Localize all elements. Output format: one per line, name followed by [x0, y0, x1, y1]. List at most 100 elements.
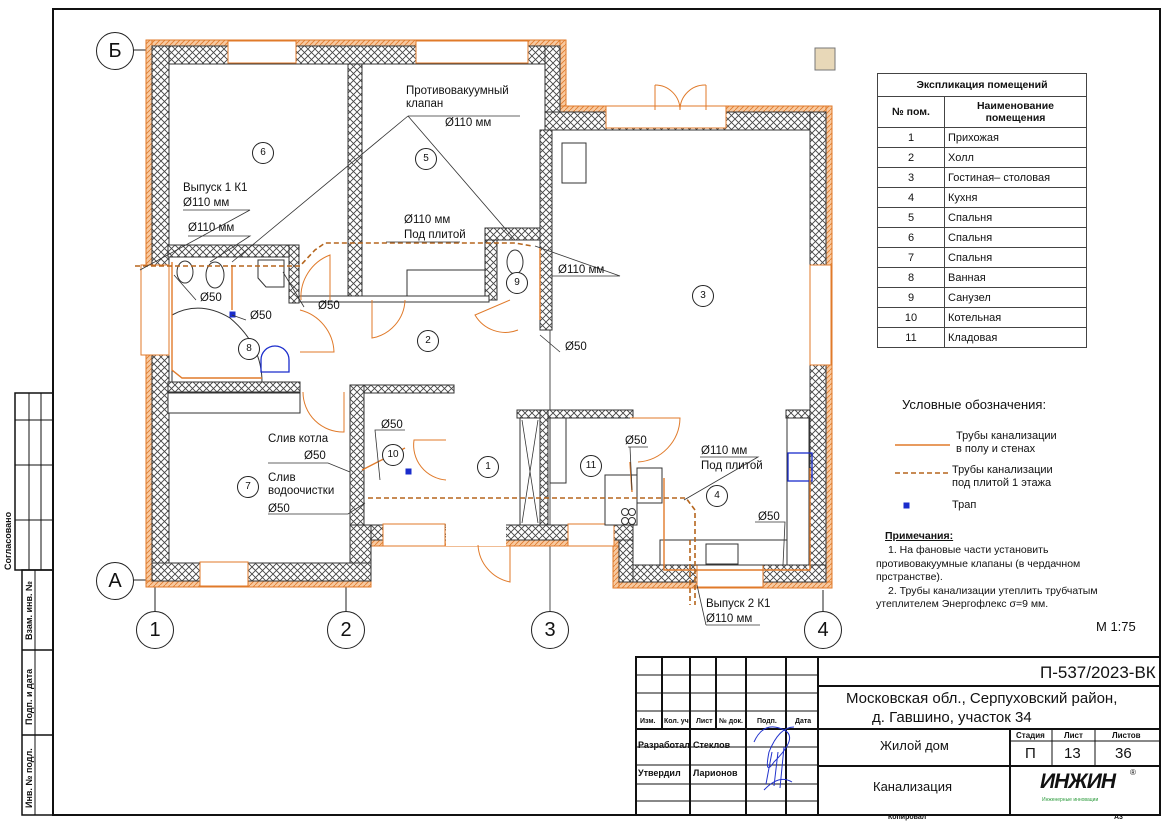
room-number-9: 9 — [506, 272, 528, 294]
outlet-2-label: Выпуск 2 К1 — [706, 598, 771, 610]
wc9-dia: Ø110 мм — [558, 264, 605, 276]
room-name-cell: Котельная — [944, 307, 1087, 328]
room-number-cell: 4 — [877, 187, 945, 208]
room-number-7: 7 — [237, 476, 259, 498]
tb-address-line2: д. Гавшино, участок 34 — [872, 709, 1032, 726]
room-number-cell: 7 — [877, 247, 945, 268]
boiler-room-dia: Ø50 — [381, 419, 403, 431]
tb-header-izm: Изм. — [640, 718, 656, 725]
tb-header-sign: Подп. — [757, 718, 777, 725]
tb-approved-name: Ларионов — [693, 768, 738, 778]
tb-sheets-label: Листов — [1112, 731, 1141, 740]
axis-marker-a: А — [96, 562, 134, 600]
room-explication-table: Экспликация помещений № пом.Наименование… — [877, 73, 1087, 348]
registered-mark: ® — [1130, 768, 1136, 777]
boiler-drain-label: Слив котла — [268, 433, 329, 445]
room-name-cell: Спальня — [944, 207, 1087, 228]
storage-dia: Ø50 — [625, 435, 647, 447]
axis-marker-b: Б — [96, 32, 134, 70]
under-slab-top-note: Под плитой — [404, 229, 466, 241]
room-number-cell: 8 — [877, 267, 945, 288]
sewer-pipes-solid — [171, 248, 811, 571]
stamp-inv: Инв. № подл. — [24, 748, 34, 808]
axis-marker-1: 1 — [136, 611, 174, 649]
room-number-cell: 10 — [877, 307, 945, 328]
col-num-header: № пом. — [877, 96, 945, 128]
room-number-2: 2 — [417, 330, 439, 352]
room-number-5: 5 — [415, 148, 437, 170]
tb-developed-label: Разработал — [638, 740, 690, 750]
room-name-cell: Санузел — [944, 287, 1087, 308]
tb-sheet-number: 13 — [1064, 745, 1081, 762]
room-number-6: 6 — [252, 142, 274, 164]
room-number-1: 1 — [477, 456, 499, 478]
sheet-frame — [14, 8, 1161, 816]
room-number-cell: 6 — [877, 227, 945, 248]
company-logo-subtitle: Инженерные инновации — [1042, 797, 1099, 803]
room-number-cell: 1 — [877, 127, 945, 148]
tb-header-date: Дата — [795, 718, 812, 725]
riser-dia: Ø110 мм — [188, 222, 235, 234]
legend-lines — [895, 444, 950, 474]
tb-approved-label: Утвердил — [638, 768, 681, 778]
room-number-8: 8 — [238, 338, 260, 360]
tb-object: Жилой дом — [880, 738, 949, 753]
tb-stage: П — [1025, 745, 1036, 762]
stamp-replaces: Взам. инв. № — [24, 580, 34, 640]
room-name-cell: Кладовая — [944, 327, 1087, 348]
water-treatment-dia: Ø50 — [268, 503, 290, 515]
leader-lines — [139, 115, 786, 626]
room-name-cell: Гостиная– столовая — [944, 167, 1087, 188]
legend-drain: Трап — [952, 499, 977, 511]
room-number-cell: 3 — [877, 167, 945, 188]
sewer-pipes-dashed — [135, 242, 696, 605]
room-name-cell: Ванная — [944, 267, 1087, 288]
kitchen-under-slab-dia: Ø110 мм — [701, 445, 748, 457]
legend-title: Условные обозначения: — [902, 397, 1047, 412]
room-number-cell: 2 — [877, 147, 945, 168]
notes-title: Примечания: — [885, 530, 954, 542]
drawing-scale: М 1:75 — [1096, 619, 1136, 634]
axis-marker-4: 4 — [804, 611, 842, 649]
doors — [299, 84, 707, 583]
stamp-agreed: Согласовано — [3, 511, 13, 570]
tb-format: А3 — [1114, 814, 1123, 821]
stamp-sign-date: Подп. и дата — [24, 668, 34, 725]
axis-marker-2: 2 — [327, 611, 365, 649]
tb-header-list: Лист — [696, 718, 713, 725]
windows — [140, 40, 832, 588]
company-logo: ИНЖИН — [1040, 770, 1116, 793]
sink-dia: Ø50 — [200, 292, 222, 304]
outlet-2-dia: Ø110 мм — [706, 613, 753, 625]
room-number-11: 11 — [580, 455, 602, 477]
vacuum-valve-dia: Ø110 мм — [445, 117, 492, 129]
room-number-10: 10 — [382, 444, 404, 466]
axis-marker-3: 3 — [531, 611, 569, 649]
tb-header-doc: № док. — [719, 718, 743, 725]
tb-sheet-label: Лист — [1064, 731, 1083, 740]
tb-document-code: П-537/2023-ВК — [1040, 663, 1156, 682]
room-number-cell: 9 — [877, 287, 945, 308]
washbasin9-dia: Ø50 — [565, 341, 587, 353]
outlet-1-dia: Ø110 мм — [183, 197, 230, 209]
shower-dia: Ø50 — [318, 300, 340, 312]
drain-dia: Ø50 — [250, 310, 272, 322]
room-number-cell: 11 — [877, 327, 945, 348]
boiler-drain-dia: Ø50 — [304, 450, 326, 462]
room-number-cell: 5 — [877, 207, 945, 228]
under-slab-top-dia: Ø110 мм — [404, 214, 451, 226]
